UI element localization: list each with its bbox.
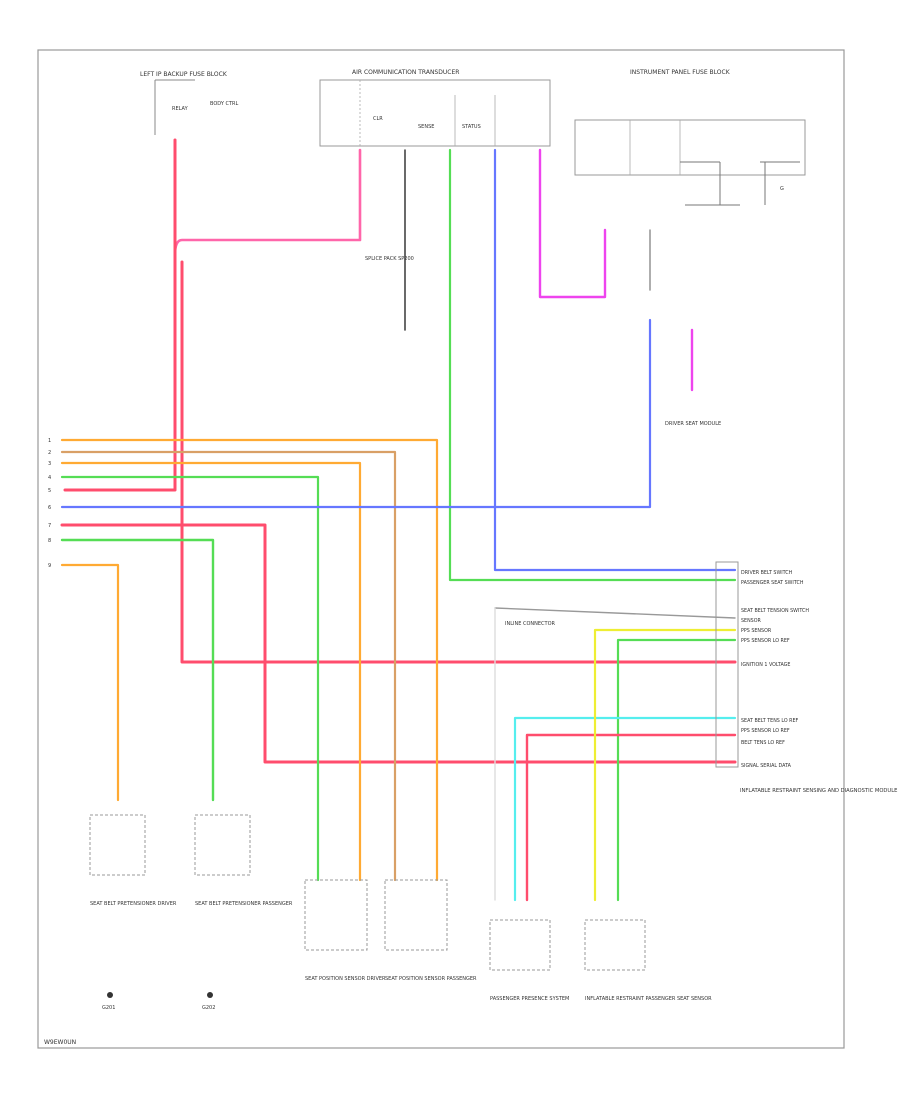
left-pin-label: 9 [48, 563, 51, 569]
splice-label: SPLICE PACK SP200 [365, 256, 414, 262]
right-module-title: INSTRUMENT PANEL FUSE BLOCK [630, 69, 731, 76]
bottom-components: SEAT BELT PRETENSIONER DRIVER SEAT BELT P… [89, 814, 712, 1011]
wire-gray-2 [494, 607, 736, 619]
restraint-module-pin-label: DRIVER BELT SWITCH [741, 570, 793, 576]
wire-blue-2 [493, 148, 737, 572]
left-pin-label: 2 [48, 450, 51, 456]
bottom-component-label: INFLATABLE RESTRAINT PASSENGER SEAT SENS… [585, 996, 712, 1002]
left-pin-label: 7 [48, 523, 51, 529]
right-note-label: DRIVER SEAT MODULE [665, 421, 721, 427]
svg-text:SENSE: SENSE [418, 124, 434, 130]
ground-icon [107, 992, 113, 998]
footer-code: W9EW0UN [44, 1039, 76, 1046]
svg-text:CLR: CLR [373, 116, 383, 122]
wire-orange-1 [60, 438, 439, 882]
ground-icon [207, 992, 213, 998]
bottom-component-box [89, 814, 146, 876]
wire-orange-2 [60, 461, 362, 882]
wire-green-3 [448, 148, 737, 582]
left-pin-label: 4 [48, 475, 51, 481]
bottom-component-box [304, 879, 368, 951]
restraint-module-pin-label: SIGNAL SERIAL DATA [741, 763, 792, 769]
connector-note-label: INLINE CONNECTOR [505, 621, 556, 627]
bottom-component-label: SEAT POSITION SENSOR PASSENGER [385, 976, 477, 982]
left-pin-label: 8 [48, 538, 51, 544]
wire-red-ignition [180, 260, 737, 664]
wire-pink-top [173, 138, 362, 257]
restraint-module-pin-label: BELT TENS LO REF [741, 740, 785, 746]
left-pin-label: 1 [48, 438, 51, 444]
center-module-title: AIR COMMUNICATION TRANSDUCER [352, 69, 459, 76]
wire-green-2 [60, 538, 215, 802]
left-pin-label: 6 [48, 505, 51, 511]
diagram-frame [37, 49, 845, 1049]
bottom-component-label: SEAT BELT PRETENSIONER PASSENGER [195, 901, 293, 907]
bottom-component-box [489, 919, 551, 971]
wire-cyan-1 [513, 716, 737, 902]
restraint-module-pin-label: SEAT BELT TENS LO REF [741, 718, 799, 724]
svg-text:G: G [780, 186, 784, 192]
bottom-component-box [584, 919, 646, 971]
bottom-component-box [194, 814, 251, 876]
bottom-component-label: PASSENGER PRESENCE SYSTEM [490, 996, 569, 1002]
restraint-module-pins: DRIVER BELT SWITCH PASSENGER SEAT SWITCH S… [741, 570, 809, 769]
ground-label: G202 [202, 1005, 215, 1011]
svg-text:RELAY: RELAY [172, 106, 189, 112]
wires-layer [60, 138, 737, 902]
restraint-module-pin-label: SENSOR [741, 618, 761, 624]
restraint-module-label: INFLATABLE RESTRAINT SENSING AND DIAGNOS… [740, 788, 897, 794]
restraint-module-pin-label: PPS SENSOR LO REF [741, 728, 790, 734]
wire-magenta-1 [538, 148, 607, 299]
bottom-component-label: SEAT POSITION SENSOR DRIVER [305, 976, 386, 982]
bottom-component-box [384, 879, 448, 951]
restraint-module-pin-label: SEAT BELT TENSION SWITCH [741, 608, 809, 614]
top-right-module: INSTRUMENT PANEL FUSE BLOCK G [574, 69, 806, 206]
wire-orange-3 [60, 563, 120, 802]
left-pin-label: 3 [48, 461, 51, 467]
wire-tan-1 [60, 450, 397, 882]
top-left-module: LEFT IP BACKUP FUSE BLOCK RELAY BODY CTR… [140, 71, 239, 135]
left-pins: 1 2 3 4 5 6 7 8 9 [48, 438, 51, 569]
left-pin-label: 5 [48, 488, 51, 494]
ground-label: G201 [102, 1005, 115, 1011]
restraint-module: DRIVER BELT SWITCH PASSENGER SEAT SWITCH S… [715, 561, 897, 794]
wire-red-2 [525, 733, 737, 902]
top-center-module: AIR COMMUNICATION TRANSDUCER CLR SENSE S… [319, 69, 551, 147]
wire-blue-1 [60, 318, 652, 509]
left-module-title: LEFT IP BACKUP FUSE BLOCK [140, 71, 228, 78]
bottom-component-label: SEAT BELT PRETENSIONER DRIVER [90, 901, 177, 907]
restraint-module-pin-label: PPS SENSOR LO REF [741, 638, 790, 644]
restraint-module-pin-label: PPS SENSOR [741, 628, 772, 634]
wire-green-1 [60, 475, 320, 882]
restraint-module-pin-label: IGNITION 1 VOLTAGE [741, 662, 790, 668]
wire-red-left-feed [63, 138, 177, 492]
wire-yellow-1 [593, 628, 737, 902]
wire-red-serial [60, 523, 737, 764]
restraint-module-pin-label: PASSENGER SEAT SWITCH [741, 580, 804, 586]
svg-text:BODY CTRL: BODY CTRL [210, 101, 239, 107]
wire-green-4 [616, 638, 737, 902]
svg-text:STATUS: STATUS [462, 124, 481, 130]
